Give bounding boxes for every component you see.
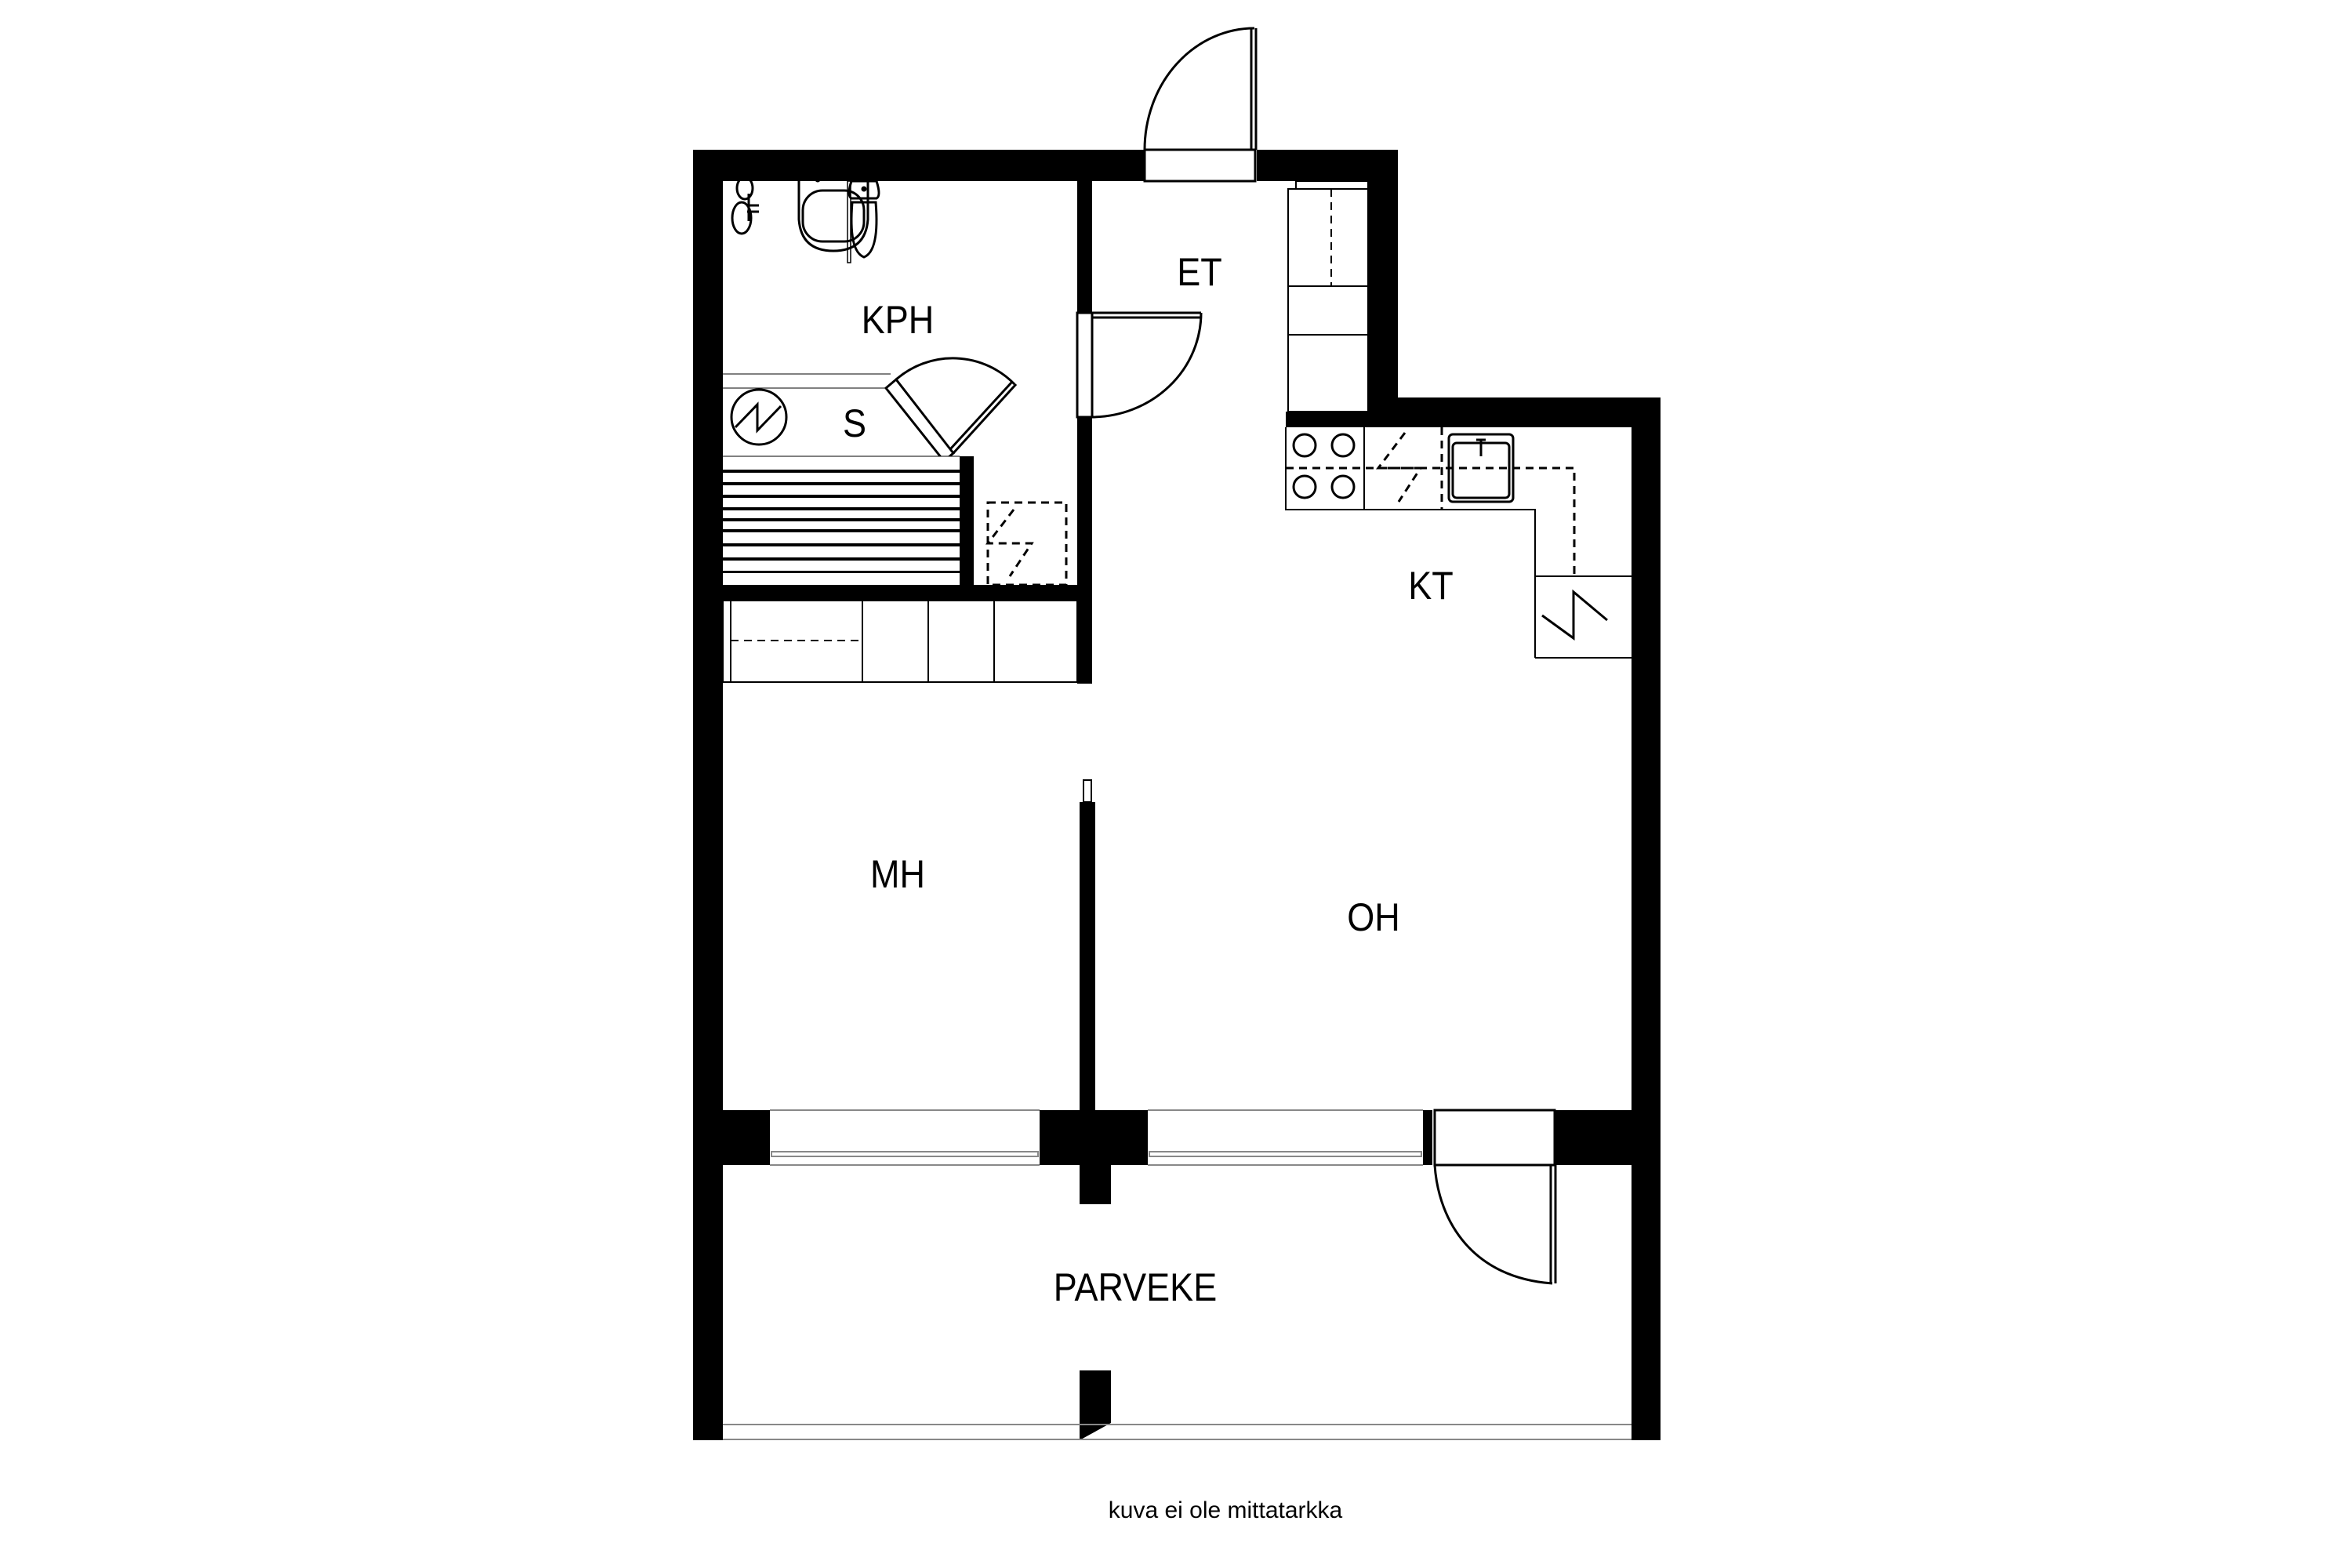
washing-machine-icon bbox=[985, 501, 1068, 586]
kitchen-sink-icon bbox=[1447, 433, 1515, 503]
room-label-kitchen: KT bbox=[1408, 564, 1454, 608]
toilet-icon bbox=[848, 180, 880, 259]
room-label-balcony: PARVEKE bbox=[1053, 1265, 1218, 1309]
dishwasher-icon bbox=[1375, 432, 1423, 503]
room-label-bedroom: MH bbox=[870, 852, 925, 896]
room-label-sauna: S bbox=[842, 401, 867, 445]
room-label-entrance-hall: ET bbox=[1177, 250, 1222, 294]
room-label-living-room: OH bbox=[1347, 895, 1400, 939]
hall-wardrobe-icon bbox=[1287, 180, 1369, 412]
sink-icon bbox=[797, 176, 869, 252]
shower-icon bbox=[731, 176, 759, 235]
stove-icon bbox=[1292, 433, 1356, 499]
balcony-door-icon bbox=[1433, 1109, 1557, 1285]
sauna-door-icon bbox=[884, 357, 1018, 463]
partition-end-post bbox=[1083, 779, 1092, 803]
kitchen-counter bbox=[1285, 427, 1632, 659]
fridge-icon bbox=[1541, 589, 1608, 641]
sauna-bench-icon bbox=[723, 373, 960, 585]
interior-door-icon bbox=[1076, 311, 1203, 419]
room-label-kph: KPH bbox=[861, 298, 935, 342]
window-icon bbox=[723, 1109, 1632, 1440]
sauna-stove-icon bbox=[730, 388, 788, 446]
entry-door-icon bbox=[1143, 27, 1258, 183]
footer-disclaimer: kuva ei ole mittatarkka bbox=[1108, 1497, 1343, 1523]
